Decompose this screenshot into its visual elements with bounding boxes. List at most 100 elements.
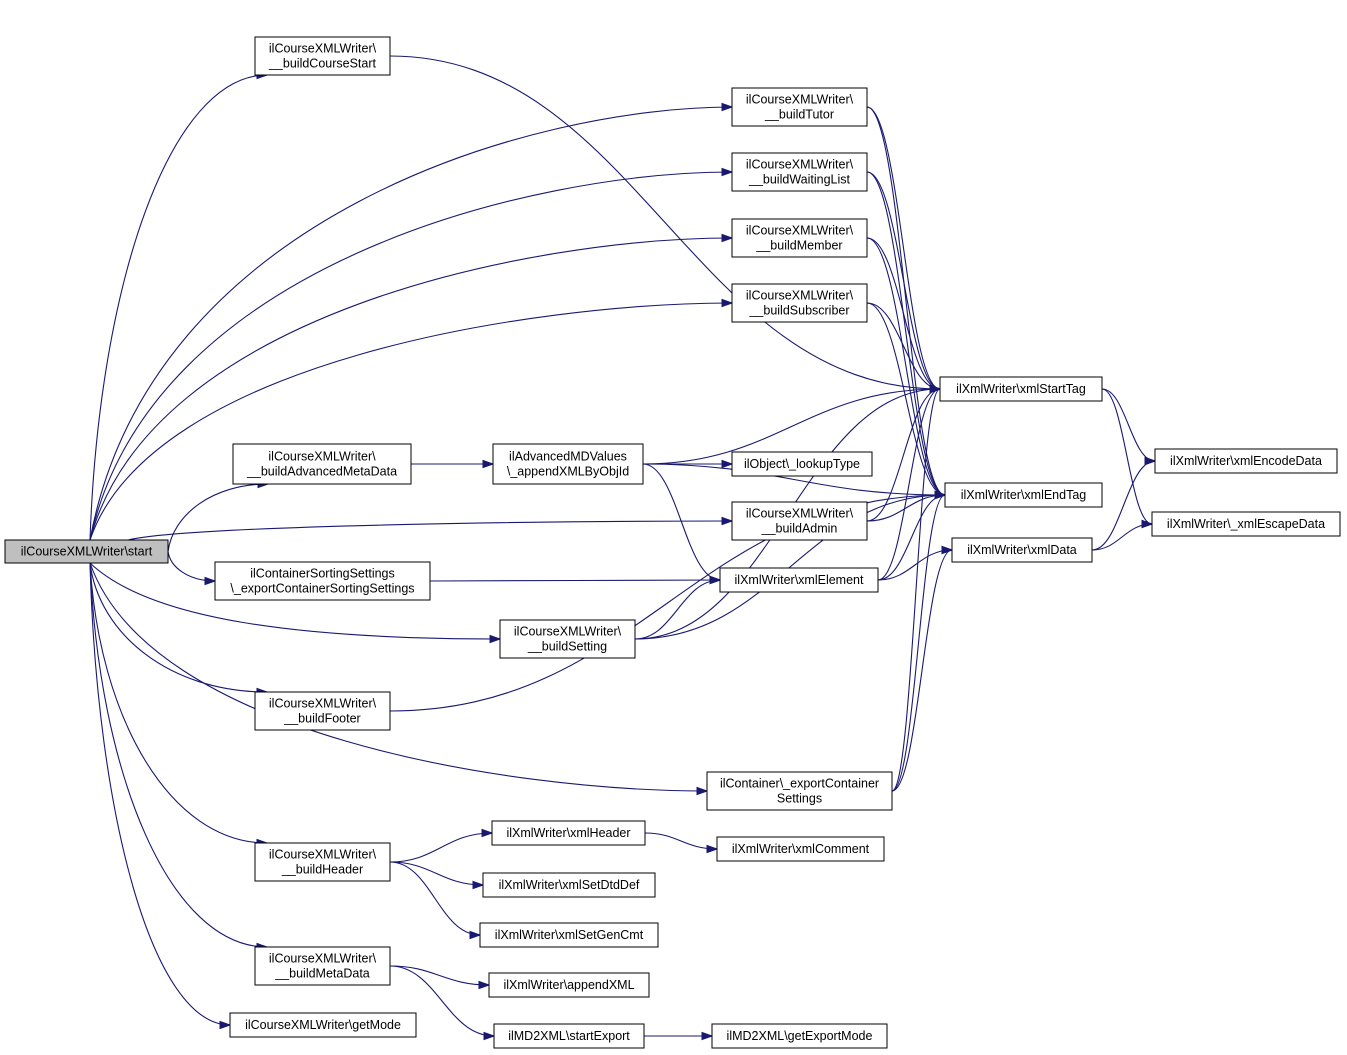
node-member-label: ilCourseXMLWriter\ (746, 224, 854, 238)
node-waiting-box (731, 152, 868, 192)
node-footer-label: ilCourseXMLWriter\ (269, 697, 377, 711)
node-sorting[interactable]: ilContainerSortingSettings\_exportContai… (214, 561, 431, 601)
node-dtdDef[interactable]: ilXmlWriter\xmlSetDtdDef (482, 872, 656, 898)
node-subscriber-label: __buildSubscriber (748, 304, 849, 318)
node-xmlStartTag[interactable]: ilXmlWriter\xmlStartTag (939, 376, 1103, 402)
node-xmlHeader-label: ilXmlWriter\xmlHeader (506, 826, 630, 840)
node-header[interactable]: ilCourseXMLWriter\__buildHeader (254, 842, 391, 882)
edge-start-to-header (89, 562, 268, 844)
node-appendXMLByObjId[interactable]: ilAdvancedMDValues\_appendXMLByObjId (492, 443, 644, 485)
arrowhead-xmlData-to-escapeData (1141, 519, 1154, 529)
arrowhead-start-to-admin (721, 516, 734, 526)
arrowhead-advMeta-to-appendXMLByObjId (482, 459, 495, 469)
node-start-label: ilCourseXMLWriter\start (21, 545, 153, 559)
node-start[interactable]: ilCourseXMLWriter\start (4, 539, 169, 564)
node-dtdDef-box (482, 872, 656, 898)
node-advMeta-label: __buildAdvancedMetaData (246, 465, 397, 479)
edge-start-to-advMeta (167, 483, 269, 552)
node-appendXML-box (488, 972, 650, 998)
node-setting-label: __buildSetting (527, 640, 607, 654)
node-xmlData[interactable]: ilXmlWriter\xmlData (951, 537, 1093, 563)
node-metaData-label: __buildMetaData (274, 967, 370, 981)
arrowhead-start-to-tutor (721, 102, 734, 112)
edge-appendXMLByObjId-to-xmlStartTag (642, 388, 941, 465)
node-sorting-label: ilContainerSortingSettings (250, 567, 395, 581)
node-xmlHeader[interactable]: ilXmlWriter\xmlHeader (491, 820, 646, 846)
node-waiting[interactable]: ilCourseXMLWriter\__buildWaitingList (731, 152, 868, 192)
edge-start-to-tutor (89, 106, 733, 541)
node-escapeData[interactable]: ilXmlWriter\_xmlEscapeData (1151, 511, 1341, 537)
node-footer[interactable]: ilCourseXMLWriter\__buildFooter (254, 691, 391, 731)
node-footer-label: __buildFooter (283, 712, 360, 726)
node-exportContainer-box (706, 771, 893, 811)
arrowhead-metaData-to-startExport (483, 1031, 496, 1041)
graph-nodes: ilCourseXMLWriter\start ilCourseXMLWriter… (4, 36, 1341, 1049)
node-xmlElement[interactable]: ilXmlWriter\xmlElement (719, 567, 879, 593)
edge-appendXMLByObjId-to-xmlEndTag (642, 463, 946, 496)
edge-tutor-to-xmlStartTag (866, 106, 941, 390)
arrowhead-start-to-exportContainer (696, 786, 709, 796)
node-tutor[interactable]: ilCourseXMLWriter\__buildTutor (731, 87, 868, 127)
edge-exportContainer-to-xmlEndTag (891, 494, 946, 792)
node-getMode-box (229, 1012, 417, 1038)
edge-metaData-to-appendXML (389, 965, 490, 986)
node-setting[interactable]: ilCourseXMLWriter\__buildSetting (499, 619, 636, 659)
node-member-label: __buildMember (755, 239, 842, 253)
node-admin[interactable]: ilCourseXMLWriter\__buildAdmin (731, 501, 868, 541)
edge-header-to-genCmt (389, 861, 481, 936)
arrowhead-xmlHeader-to-xmlComment (706, 844, 719, 854)
node-getMode-label: ilCourseXMLWriter\getMode (245, 1018, 401, 1032)
node-subscriber[interactable]: ilCourseXMLWriter\__buildSubscriber (731, 283, 868, 323)
node-waiting-label: __buildWaitingList (748, 173, 851, 187)
node-xmlComment[interactable]: ilXmlWriter\xmlComment (716, 836, 885, 862)
node-appendXML[interactable]: ilXmlWriter\appendXML (488, 972, 650, 998)
node-genCmt-label: ilXmlWriter\xmlSetGenCmt (495, 928, 644, 942)
node-advMeta-label: ilCourseXMLWriter\ (268, 450, 376, 464)
node-courseStart[interactable]: ilCourseXMLWriter\__buildCourseStart (254, 36, 391, 76)
arrowhead-exportContainer-to-xmlEndTag (934, 490, 947, 500)
arrowhead-start-to-member (721, 233, 734, 243)
node-start-box (4, 539, 169, 564)
node-sorting-box (214, 561, 431, 601)
node-lookupType[interactable]: ilObject\_lookupType (731, 451, 873, 477)
edge-appendXMLByObjId-to-xmlElement (642, 463, 721, 581)
node-member[interactable]: ilCourseXMLWriter\__buildMember (731, 218, 868, 258)
node-admin-box (731, 501, 868, 541)
node-waiting-label: ilCourseXMLWriter\ (746, 158, 854, 172)
arrowhead-start-to-getMode (219, 1020, 232, 1030)
node-encodeData[interactable]: ilXmlWriter\xmlEncodeData (1154, 448, 1338, 474)
node-advMeta[interactable]: ilCourseXMLWriter\__buildAdvancedMetaDat… (232, 443, 412, 485)
node-xmlStartTag-label: ilXmlWriter\xmlStartTag (956, 382, 1086, 396)
arrowhead-header-to-dtdDef (472, 880, 485, 890)
edge-waiting-to-xmlEndTag (866, 171, 946, 496)
node-lookupType-box (731, 451, 873, 477)
edge-admin-to-xmlStartTag (866, 388, 941, 522)
node-startExport[interactable]: ilMD2XML\startExport (493, 1023, 645, 1049)
node-getExportMode-label: ilMD2XML\getExportMode (727, 1029, 873, 1043)
edge-start-to-subscriber (89, 302, 733, 541)
node-xmlComment-box (716, 836, 885, 862)
arrowhead-header-to-xmlHeader (481, 828, 494, 838)
node-courseStart-label: ilCourseXMLWriter\ (269, 42, 377, 56)
node-genCmt-box (479, 922, 659, 948)
node-xmlEndTag-box (944, 482, 1103, 508)
edge-sorting-to-xmlElement (429, 579, 721, 582)
node-xmlComment-label: ilXmlWriter\xmlComment (732, 842, 870, 856)
node-xmlEndTag[interactable]: ilXmlWriter\xmlEndTag (944, 482, 1103, 508)
node-tutor-label: ilCourseXMLWriter\ (746, 93, 854, 107)
node-genCmt[interactable]: ilXmlWriter\xmlSetGenCmt (479, 922, 659, 948)
node-getMode[interactable]: ilCourseXMLWriter\getMode (229, 1012, 417, 1038)
node-appendXML-label: ilXmlWriter\appendXML (503, 978, 634, 992)
node-appendXMLByObjId-label: ilAdvancedMDValues (509, 450, 627, 464)
node-appendXMLByObjId-box (492, 443, 644, 485)
node-metaData[interactable]: ilCourseXMLWriter\__buildMetaData (254, 946, 391, 986)
edge-subscriber-to-xmlEndTag (866, 302, 946, 496)
node-getExportMode[interactable]: ilMD2XML\getExportMode (711, 1023, 888, 1049)
edge-xmlStartTag-to-encodeData (1101, 388, 1156, 462)
node-setting-box (499, 619, 636, 659)
graph-edges (89, 55, 1157, 1041)
node-advMeta-box (232, 443, 412, 485)
edge-start-to-exportContainer (89, 562, 708, 792)
